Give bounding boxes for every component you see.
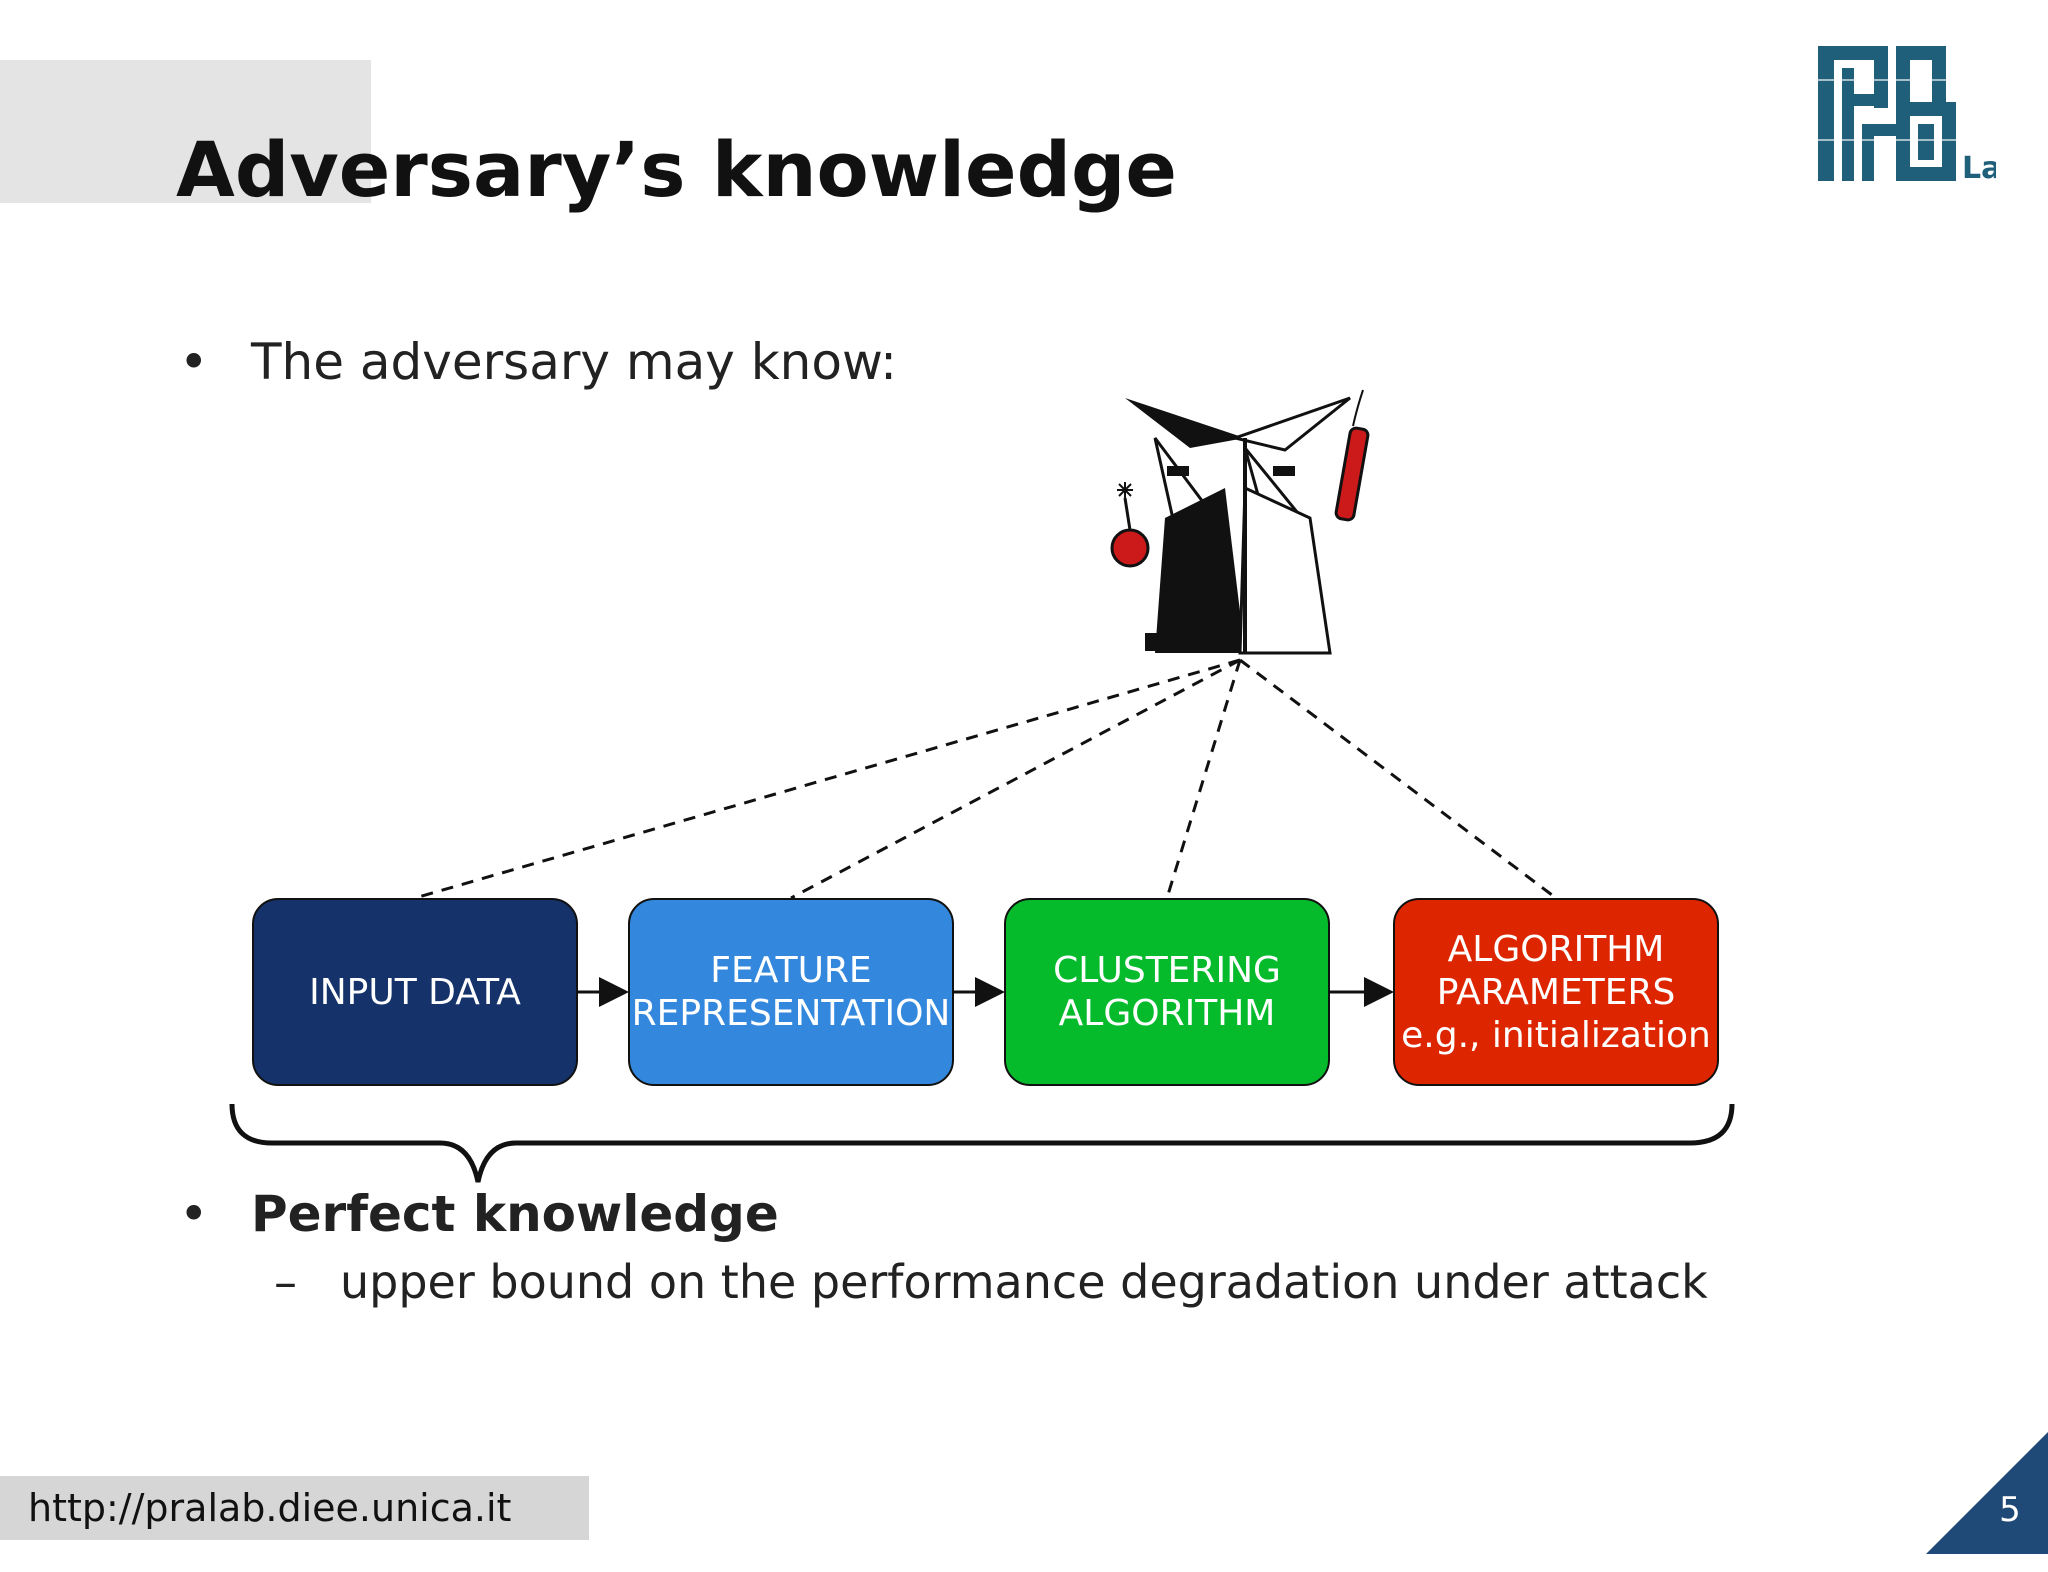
bullet-text: Perfect knowledge [251,1185,779,1243]
title-accent-bar [0,60,371,203]
box-algorithm-parameters-line-1: ALGORITHM [1447,928,1665,970]
box-clustering-algorithm-line-1: CLUSTERING [1053,950,1281,991]
box-feature-representation-line-1: FEATURE [710,950,872,991]
sub-bullet-marker: – [274,1255,297,1309]
footer-url: http://pralab.diee.unica.it [0,1476,589,1540]
box-clustering-algorithm: CLUSTERING ALGORITHM [1004,898,1330,1086]
box-input-data-line-1: INPUT DATA [309,971,521,1013]
sub-bullet-text: upper bound on the performance degradati… [340,1255,1708,1309]
bullet-marker: • [179,333,209,391]
bullet-adversary-may-know: • The adversary may know: [179,333,897,391]
bullet-marker: • [179,1185,209,1243]
pralab-logo: Lab [1812,46,1996,186]
bullet-perfect-knowledge: • Perfect knowledge [179,1185,779,1243]
dashed-link-input-data [414,658,1241,900]
slide-title: Adversary’s knowledge [176,125,1177,214]
page-number: 5 [1999,1490,2021,1530]
spy-vs-spy-illustration [1110,389,1370,655]
curly-brace [229,1103,1735,1183]
box-algorithm-parameters: ALGORITHM PARAMETERS e.g., initializatio… [1393,898,1719,1086]
box-clustering-algorithm-line-2: ALGORITHM [1058,993,1276,1034]
box-algorithm-parameters-line-2: PARAMETERS [1436,971,1676,1013]
box-algorithm-parameters-line-3: e.g., initialization [1401,1014,1711,1056]
box-input-data: INPUT DATA [252,898,578,1086]
sub-bullet-upper-bound: – upper bound on the performance degrada… [274,1255,1708,1309]
svg-text:Lab: Lab [1962,151,1996,186]
box-feature-representation: FEATURE REPRESENTATION [628,898,954,1086]
dashed-link-feature-representation [790,658,1241,900]
dashed-link-clustering-algorithm [1165,659,1242,899]
bullet-text: The adversary may know: [251,333,897,391]
box-feature-representation-line-2: REPRESENTATION [631,993,951,1034]
dashed-link-algorithm-parameters [1239,658,1557,900]
page-corner-triangle [1926,1432,2048,1554]
